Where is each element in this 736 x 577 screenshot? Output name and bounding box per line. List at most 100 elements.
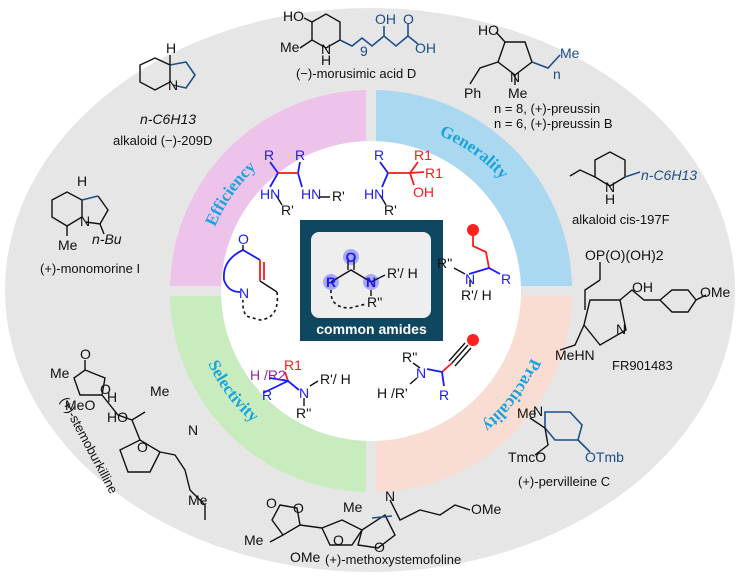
atom: N [239,285,249,301]
atom: R1 [414,147,432,163]
atom: OMe [471,501,502,517]
center-box: common amides O R N R'/ H R'' [300,220,443,341]
product-label: (−)-morusimic acid D [296,66,416,81]
product-morusimic-acid: HO Me N H OH O OH 9 (−)-morusimic acid D [280,8,436,81]
atom: O [374,539,385,555]
atom: Me [58,237,78,253]
atom: N [321,41,331,57]
atom: Me [517,405,537,421]
atom: Me [560,45,580,61]
atom: R' [332,188,345,204]
atom: N [416,365,426,381]
atom: HO [283,8,304,24]
atom: MeHN [555,347,595,363]
product-label: (+)-methoxystemofoline [325,552,461,567]
atom: O [238,231,249,247]
atom: MeO [65,397,95,413]
atom: OH [413,184,434,200]
atom: Me [280,39,300,55]
product-preussin: HO Ph N Me Me n n = 8, (+)-preussin n = … [464,22,613,131]
product-FR901483: OP(O)(OH)2 OH OMe N MeHN FR901483 [555,247,731,373]
structure-aminoalcohol: R R1 R1 HN OH R' [364,147,443,218]
atom-R: R [326,274,336,290]
atom: R [374,147,384,163]
atom: N [605,179,615,195]
atom: R [439,387,449,403]
atom: N [168,77,178,93]
product-label: FR901483 [612,358,673,373]
atom: R [264,147,274,163]
center-title: common amides [316,321,427,337]
product-cis-197F: Me N H n-C6H13 alkaloid cis-197F [569,151,697,227]
atom: Me [244,532,264,548]
atom: H [321,52,331,68]
product-label: (+)-monomorine I [40,261,140,276]
atom: R'/ H [461,287,492,303]
atom: O [266,495,277,511]
atom: R'' [402,349,417,365]
atom-N: N [366,274,376,290]
atom: HN [260,186,280,202]
atom: R1 [284,357,302,373]
atom: H [166,40,176,56]
atom: N [510,69,520,85]
atom: O [80,346,91,362]
atom-O: O [346,249,357,265]
atom: H [107,389,117,405]
atom: 9 [360,43,368,59]
atom: n-C6H13 [140,111,196,127]
red-ball-icon [467,334,479,346]
atom: Me [188,492,208,508]
atom: H /R2 [250,367,286,383]
atom: OP(O)(OH)2 [585,247,664,263]
atom: Me [508,85,528,101]
atom: R'/ H [320,371,351,387]
atom: H /R' [377,385,408,401]
atom: H [77,173,87,189]
structure-alkylamine: R'' N R R'/ H [437,224,511,303]
atom: R'' [296,405,311,421]
atom: R [501,271,511,287]
structure-diamine: R R HN HN R' R' [260,147,345,218]
product-label: alkaloid (−)-209D [113,133,212,148]
atom: Me [150,383,170,399]
atom: Me [50,365,70,381]
red-ball-icon [467,224,479,236]
atom: OH [415,40,436,56]
atom-sub2: R'' [367,294,382,310]
atom: HN [301,186,321,202]
atom: O [137,439,148,455]
atom: H [605,191,615,207]
atom: N [385,488,395,504]
atom: HO [478,22,499,38]
structure-enaminone: O N [222,231,279,321]
atom: TmcO [508,449,546,465]
atom: HN [364,186,384,202]
atom: R [295,147,305,163]
structure-tertiary-amine: H /R2 R1 R N R'/ H R'' [250,357,351,421]
atom: OMe [700,284,731,300]
product-label: alkaloid cis-197F [572,212,670,227]
atom: R1 [425,165,443,181]
atom: N [465,271,475,287]
atom: OTmb [585,449,624,465]
product-209D: H N n-C6H13 alkaloid (−)-209D [113,40,212,148]
atom: N [533,403,543,419]
atom: OMe [290,549,321,565]
product-methoxystemofoline: O O Me OMe Me O O N OMe (+)-methoxystemo… [244,488,502,567]
atom: R' [384,202,397,218]
atom: HO [107,409,128,425]
atom: O [403,11,414,27]
atom: n-Bu [92,231,122,247]
atom: O [293,500,304,516]
product-pervilleine: Me N TmcO OTmb (+)-pervilleine C [508,403,624,489]
product-label: (+)-pervilleine C [518,474,610,489]
atom: R' [281,202,294,218]
product-monomorine: N H Me n-Bu (+)-monomorine I [40,173,140,276]
atom: OH [375,11,396,27]
atom: N [80,213,90,229]
atom: n [553,66,561,82]
atom: Ph [464,85,481,101]
atom: O [333,532,344,548]
